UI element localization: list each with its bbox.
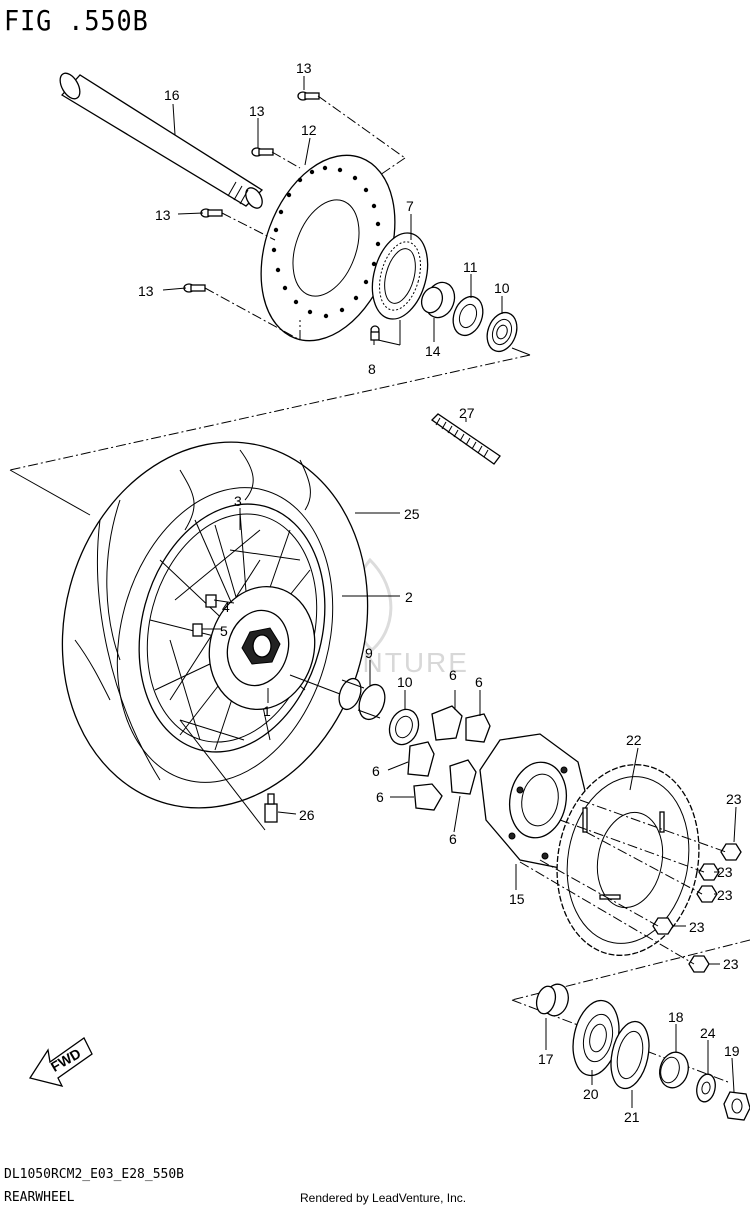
callout-6-top-left: 6 (449, 667, 457, 683)
callout-13-top: 13 (296, 60, 312, 76)
callout-18: 18 (668, 1009, 684, 1025)
callout-23-first: 23 (726, 791, 742, 807)
callout-13-third: 13 (155, 207, 171, 223)
callout-17: 17 (538, 1051, 554, 1067)
callout-13-second: 13 (249, 103, 265, 119)
leader-lines (162, 76, 737, 1108)
callout-5: 5 (220, 623, 228, 639)
bolt-13b (251, 147, 274, 157)
section-name: REARWHEEL (4, 1190, 75, 1205)
callout-23-third: 23 (717, 887, 733, 903)
render-credit: Rendered by LeadVenture, Inc. (300, 1191, 467, 1205)
hub-cushions[interactable] (407, 705, 491, 811)
rim-tape-sticker[interactable] (430, 413, 501, 465)
oil-seal-left[interactable] (448, 292, 488, 339)
callout-13-fourth: 13 (138, 283, 154, 299)
callout-27: 27 (459, 405, 475, 421)
callout-10-lower: 10 (397, 674, 413, 690)
callout-25: 25 (404, 506, 420, 522)
callout-4: 4 (222, 599, 230, 615)
sensor-screw[interactable] (370, 325, 380, 341)
callout-11: 11 (463, 259, 478, 275)
callout-3: 3 (234, 493, 242, 509)
assembly-lines-upper (204, 95, 406, 341)
callout-23-fourth: 23 (689, 919, 705, 935)
callout-8: 8 (368, 361, 376, 377)
hub-plug[interactable] (205, 594, 217, 608)
callout-6-lower-left: 6 (376, 789, 384, 805)
callout-26: 26 (299, 807, 315, 823)
callout-6-bottom: 6 (449, 831, 457, 847)
bolt-13d (183, 283, 206, 293)
rear-sprocket[interactable] (542, 753, 713, 966)
callout-20: 20 (583, 1086, 599, 1102)
axle-washer[interactable] (694, 1072, 717, 1103)
callout-6-middle-left: 6 (372, 763, 380, 779)
callout-24: 24 (700, 1025, 716, 1041)
bolt-13c (200, 208, 223, 218)
callout-15: 15 (509, 891, 525, 907)
callout-22: 22 (626, 732, 642, 748)
figure-title: FIG .550B (4, 4, 149, 37)
bolt-13a (297, 91, 320, 101)
sprocket-spacer[interactable] (534, 981, 572, 1018)
callout-23-second: 23 (717, 864, 733, 880)
bearing-right-lower[interactable] (385, 705, 424, 748)
callout-12: 12 (301, 122, 317, 138)
callout-numbers: 16 13 13 12 13 13 7 11 10 14 8 27 3 25 2… (138, 60, 742, 1125)
axle-nut[interactable] (723, 1091, 750, 1121)
callout-7: 7 (406, 198, 414, 214)
callout-1: 1 (263, 703, 271, 719)
callout-23-fifth: 23 (723, 956, 739, 972)
callout-2: 2 (405, 589, 413, 605)
wheel-hub[interactable] (196, 575, 329, 722)
hub-screw[interactable] (192, 623, 203, 637)
bearing-left-upper[interactable] (482, 308, 522, 355)
fwd-arrow-icon: FWD (28, 1037, 93, 1087)
rear-axle[interactable] (56, 70, 265, 211)
callout-6-top-right: 6 (475, 674, 483, 690)
tire-valve[interactable] (179, 719, 278, 831)
callout-14: 14 (425, 343, 441, 359)
callout-19: 19 (724, 1043, 740, 1059)
callout-9: 9 (365, 645, 373, 661)
carrier-oil-seal[interactable] (605, 1018, 654, 1092)
callout-16: 16 (164, 87, 180, 103)
hub-spacer-left[interactable] (418, 278, 459, 321)
callout-10-upper: 10 (494, 280, 510, 296)
model-code: DL1050RCM2_E03_E28_550B (4, 1167, 185, 1182)
carrier-spacer[interactable] (656, 1049, 692, 1091)
disc-holes (271, 165, 381, 319)
sprocket-nuts[interactable] (652, 843, 742, 973)
callout-21: 21 (624, 1109, 640, 1125)
hub-spacer-right[interactable] (289, 674, 389, 723)
